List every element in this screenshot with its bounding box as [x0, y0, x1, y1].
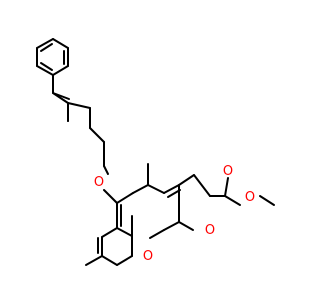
bond-lines: [36, 38, 275, 266]
bond: [163, 221, 180, 231]
bond: [103, 165, 109, 175]
bond: [149, 229, 165, 239]
bond: [178, 174, 195, 186]
ester-oxygen-label: O: [245, 190, 255, 205]
bond: [103, 189, 118, 204]
bond: [36, 65, 54, 76]
bond: [52, 38, 69, 49]
structure-canvas: O O O O O: [36, 38, 275, 266]
bond: [101, 227, 118, 238]
bond: [116, 255, 133, 266]
bond: [52, 92, 70, 100]
molecule-structure: O O O O O: [36, 38, 275, 266]
bond: [259, 195, 275, 206]
bond: [224, 195, 241, 206]
ring-oxygen-label: O: [143, 249, 153, 264]
bond: [52, 65, 69, 76]
bond: [178, 221, 194, 231]
bond: [163, 184, 180, 194]
bond: [147, 184, 165, 194]
bond: [67, 102, 91, 109]
bond: [40, 43, 53, 52]
bond: [101, 255, 118, 266]
bond: [132, 184, 149, 194]
bond: [224, 177, 229, 197]
bond: [40, 62, 53, 71]
ether-oxygen-label: O: [94, 175, 104, 190]
ester-carbonyl-oxygen-label: O: [223, 164, 233, 179]
bond: [36, 38, 54, 49]
bond: [85, 255, 103, 266]
atom-labels: O O O O O: [94, 164, 255, 264]
carbonyl-oxygen-label: O: [205, 223, 215, 238]
bond: [116, 192, 134, 204]
bond: [89, 127, 105, 143]
bond: [193, 174, 211, 197]
bond: [116, 227, 133, 237]
